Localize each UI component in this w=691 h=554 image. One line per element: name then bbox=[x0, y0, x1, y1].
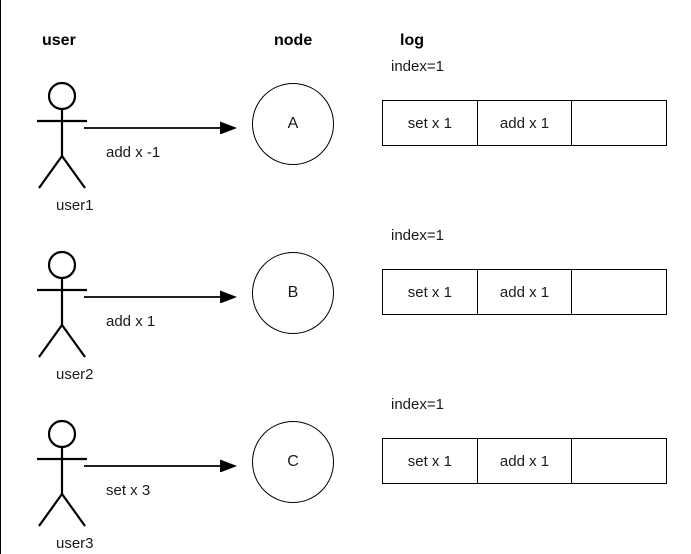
log-table: set x 1 add x 1 bbox=[382, 438, 667, 484]
message-arrow-2 bbox=[82, 277, 242, 303]
log-cell-empty bbox=[572, 439, 666, 483]
log-cell-empty bbox=[572, 101, 666, 145]
stick-figure-icon bbox=[22, 241, 104, 359]
diagram-row: user1 add x -1 A index=1 set x 1 add x 1 bbox=[0, 59, 691, 224]
column-header-user: user bbox=[42, 32, 76, 49]
diagram-row: user2 add x 1 B index=1 set x 1 add x 1 bbox=[0, 228, 691, 393]
arrow-right-icon bbox=[82, 446, 242, 472]
log-index-label: index=1 bbox=[391, 396, 444, 413]
message-label: set x 3 bbox=[106, 482, 151, 499]
diagram-row: user3 set x 3 C index=1 set x 1 add x 1 bbox=[0, 397, 691, 554]
node-a: A bbox=[252, 83, 334, 165]
message-label: add x -1 bbox=[106, 144, 161, 161]
node-label: B bbox=[287, 284, 299, 301]
log-cell: set x 1 bbox=[383, 439, 478, 483]
actor-label: user3 bbox=[56, 535, 94, 552]
actor-user2: user2 bbox=[22, 241, 104, 382]
log-table: set x 1 add x 1 bbox=[382, 269, 667, 315]
column-header-node: node bbox=[274, 32, 313, 49]
actor-label: user2 bbox=[56, 366, 94, 383]
arrow-right-icon bbox=[82, 108, 242, 134]
log-cell: set x 1 bbox=[383, 270, 478, 314]
stick-figure-icon bbox=[22, 410, 104, 528]
actor-user3: user3 bbox=[22, 410, 104, 551]
log-index-label: index=1 bbox=[391, 58, 444, 75]
actor-label: user1 bbox=[56, 197, 94, 214]
log-cell: add x 1 bbox=[478, 270, 573, 314]
message-label: add x 1 bbox=[106, 313, 156, 330]
node-label: A bbox=[287, 115, 299, 132]
stick-figure-icon bbox=[22, 72, 104, 190]
node-b: B bbox=[252, 252, 334, 334]
log-cell-empty bbox=[572, 270, 666, 314]
arrow-right-icon bbox=[82, 277, 242, 303]
node-c: C bbox=[252, 421, 334, 503]
canvas-border-line bbox=[0, 0, 1, 554]
log-index-label: index=1 bbox=[391, 227, 444, 244]
column-header-log: log bbox=[400, 32, 424, 49]
log-cell: set x 1 bbox=[383, 101, 478, 145]
log-cell: add x 1 bbox=[478, 101, 573, 145]
log-table: set x 1 add x 1 bbox=[382, 100, 667, 146]
log-cell: add x 1 bbox=[478, 439, 573, 483]
message-arrow-3 bbox=[82, 446, 242, 472]
actor-user1: user1 bbox=[22, 72, 104, 213]
node-label: C bbox=[287, 453, 299, 470]
message-arrow-1 bbox=[82, 108, 242, 134]
